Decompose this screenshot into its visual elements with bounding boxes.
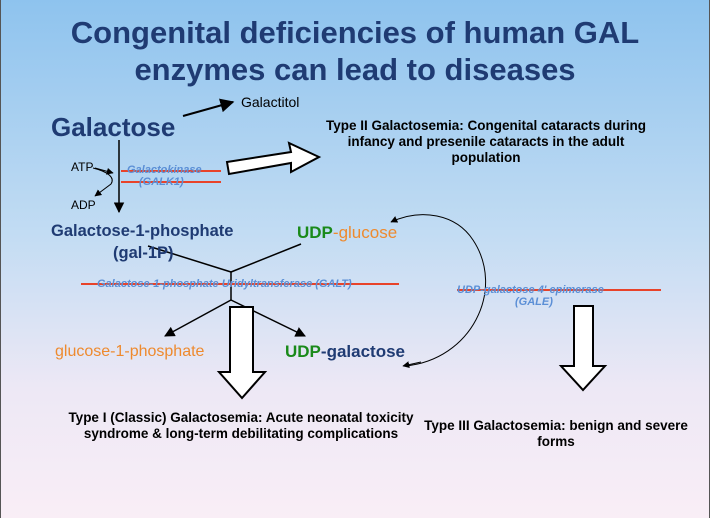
- hollow-arrow-type3: [558, 305, 608, 392]
- gal1p-label: Galactose-1-phosphate: [51, 222, 234, 240]
- arrow-gale-curve-bottom: [402, 361, 422, 369]
- galt-enzyme-label: Galactose-1-phosphate Uridyltransferase …: [97, 278, 352, 290]
- title-line-2: enzymes can lead to diseases: [134, 52, 576, 87]
- type3-description: Type III Galactosemia: benign and severe…: [424, 418, 688, 449]
- galk1-enzyme-abbr: (GALK1): [139, 176, 184, 188]
- gal1p-abbr: (gal-1P): [113, 244, 174, 262]
- galk1-enzyme-label: Galactokinase: [127, 164, 202, 176]
- arrow-atp: [94, 167, 114, 175]
- udp-galactose-udp: UDP: [285, 342, 321, 361]
- gale-enzyme-label: UDP-galactose 4' epimerase: [457, 284, 604, 296]
- udp-glucose-suffix: -glucose: [332, 223, 398, 242]
- slide-title: Congenital deficiencies of human GAL enz…: [1, 14, 709, 88]
- arrow-atp-adp: [92, 167, 113, 197]
- cross-line-1b: [230, 243, 302, 273]
- cross-line-1a: [147, 245, 232, 273]
- glucose1p-label: glucose-1-phosphate: [55, 343, 205, 360]
- galactose-label: Galactose: [51, 112, 176, 142]
- udp-glucose-udp: UDP: [297, 223, 333, 242]
- udp-galactose-suffix: -galactose: [320, 342, 405, 361]
- adp-label: ADP: [71, 198, 96, 212]
- hollow-arrow-type2: [225, 141, 322, 176]
- arrow-gale-curve-top: [390, 214, 487, 367]
- hollow-arrow-type1: [216, 306, 268, 400]
- arrow-to-glucose1p: [164, 299, 232, 337]
- udp-glucose-label: UDP-glucose: [297, 223, 397, 243]
- type2-description: Type II Galactosemia: Congenital catarac…: [325, 118, 647, 165]
- atp-label: ATP: [71, 160, 94, 174]
- arrow-to-galactitol: [182, 98, 235, 117]
- gale-enzyme-abbr: (GALE): [515, 296, 553, 308]
- udp-galactose-label: UDP-galactose: [285, 342, 405, 362]
- title-line-1: Congenital deficiencies of human GAL: [70, 15, 640, 50]
- type1-description: Type I (Classic) Galactosemia: Acute neo…: [68, 410, 414, 441]
- galactitol-label: Galactitol: [241, 94, 300, 110]
